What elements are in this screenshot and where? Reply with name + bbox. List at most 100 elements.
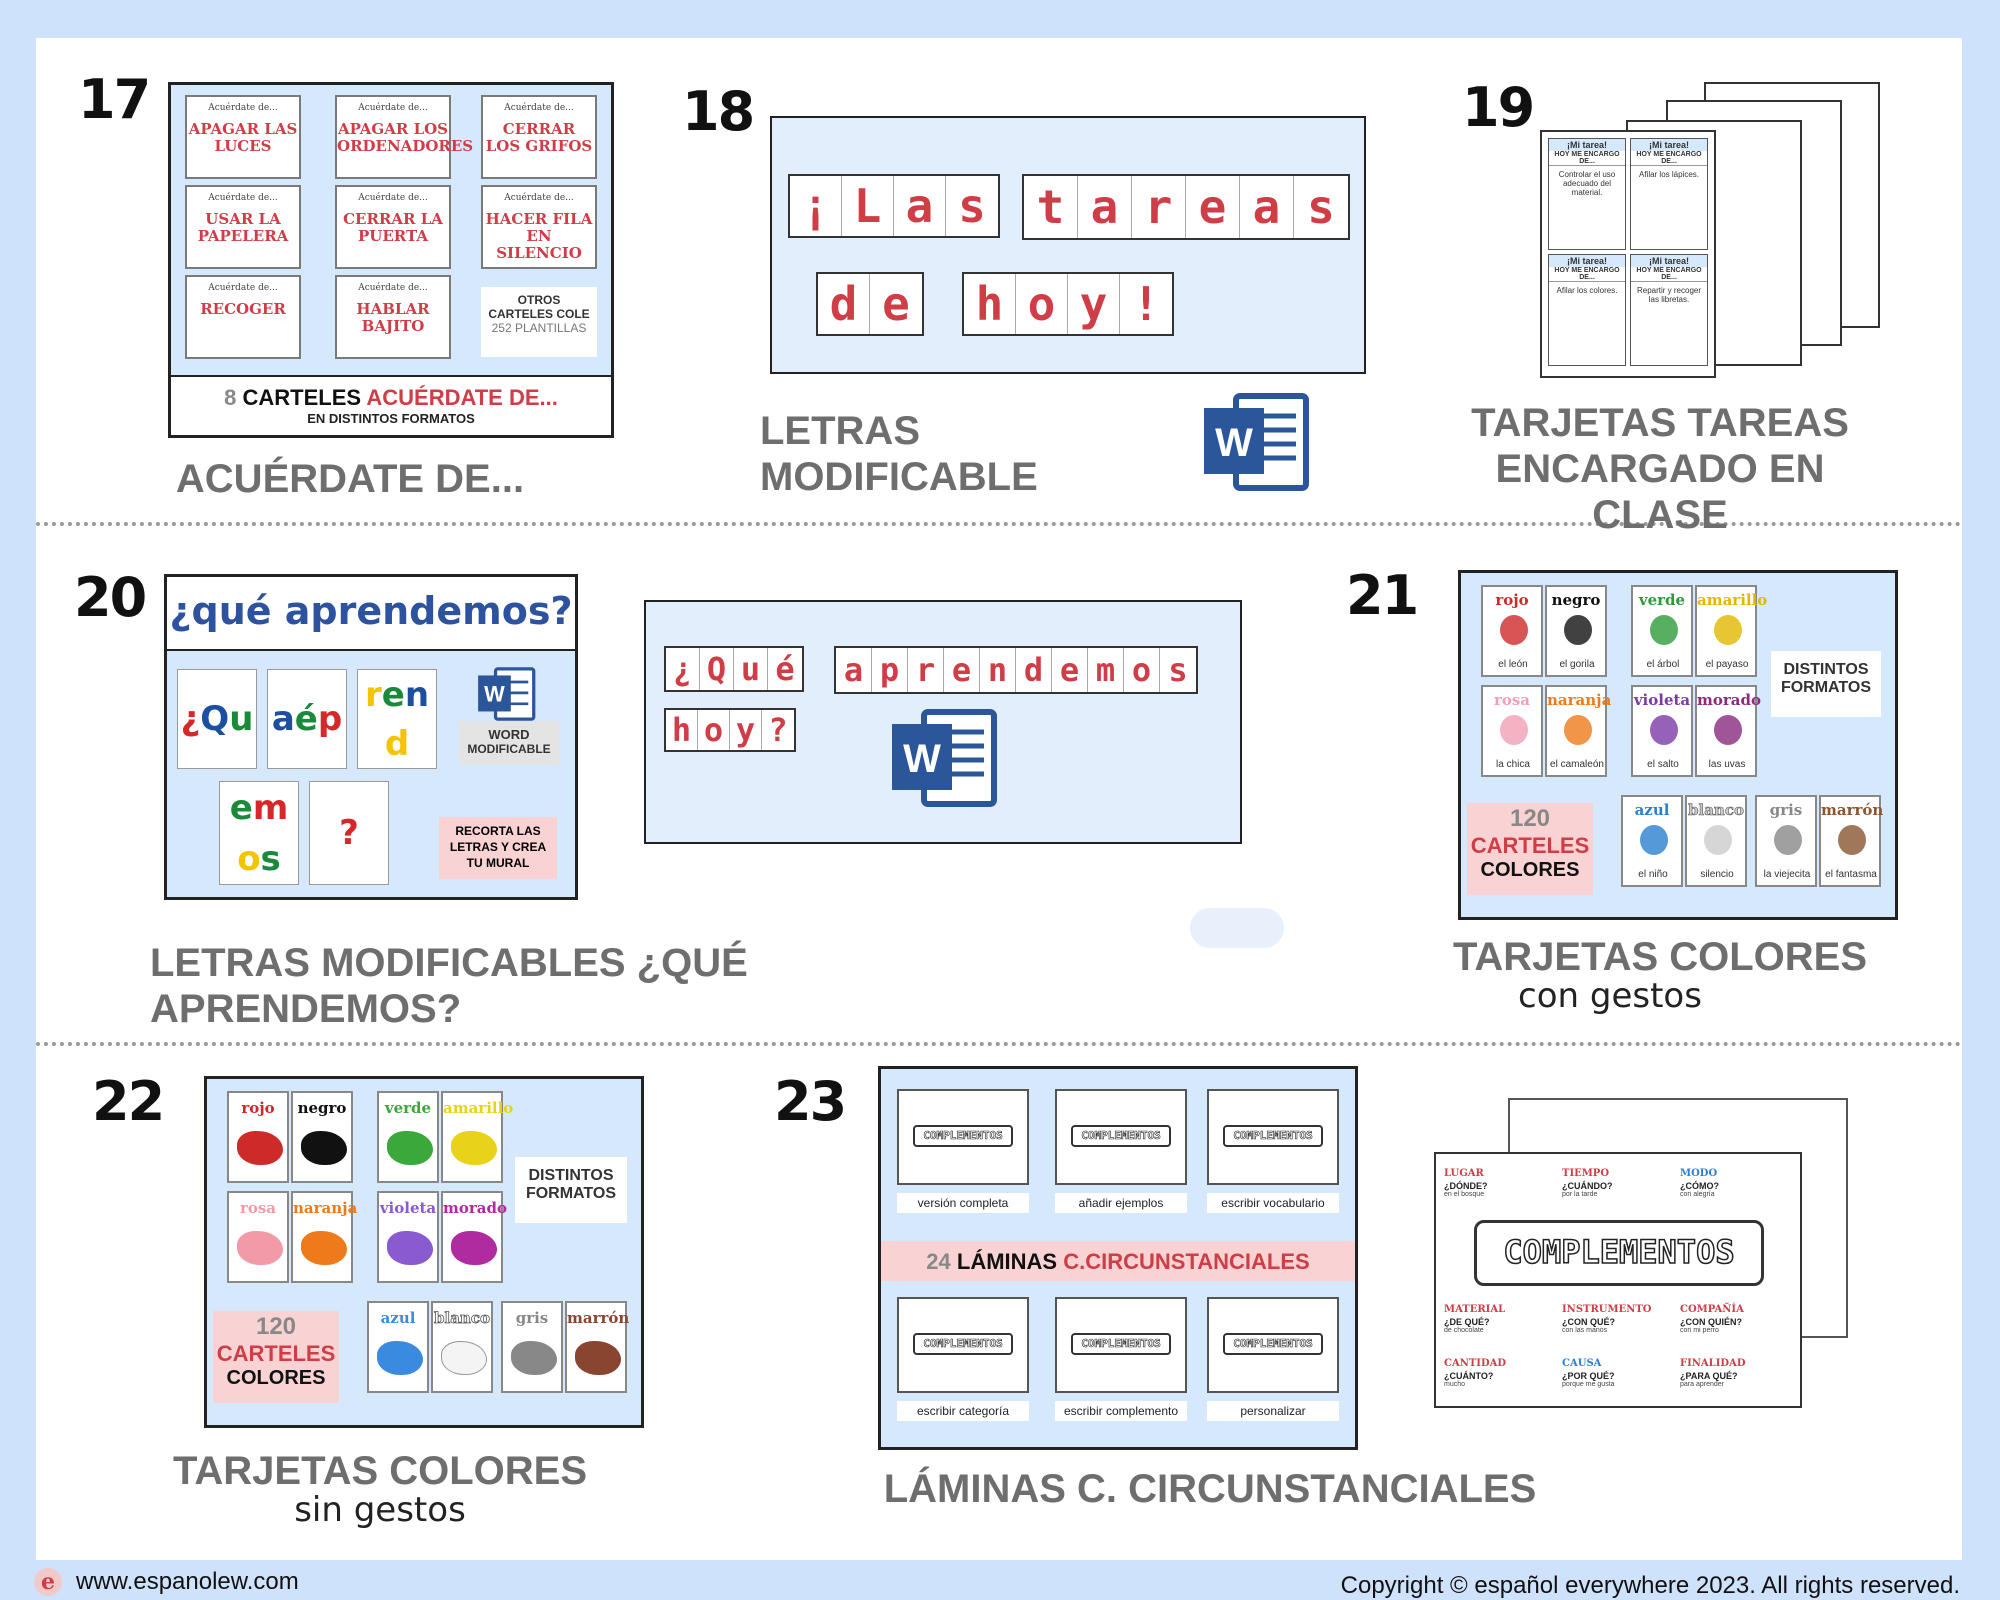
task-card[interactable]: ¡Mi tarea!HOY ME ENCARGO DE...Controlar … <box>1548 138 1626 250</box>
letter-tile[interactable]: o <box>698 710 730 750</box>
letter-tile[interactable]: d <box>1016 648 1052 692</box>
color-card[interactable]: rosa <box>227 1191 289 1283</box>
letter-tile[interactable]: y <box>1068 274 1120 334</box>
letter-tile[interactable]: ? <box>768 711 788 749</box>
mini-lamina[interactable]: COMPLEMENTOS <box>897 1297 1029 1393</box>
color-card[interactable]: blanco <box>431 1301 493 1393</box>
gesture-figure-icon <box>1650 615 1678 645</box>
letter-tile[interactable]: ¡ <box>790 176 842 236</box>
gesture-figure-icon <box>1640 825 1668 855</box>
color-card[interactable]: amarillo <box>441 1091 513 1183</box>
letter-tile[interactable]: ¿ <box>666 648 700 690</box>
poster-card[interactable]: Acuérdate de...APAGAR LOS ORDENADORES <box>335 95 473 179</box>
letter-tile[interactable]: s <box>958 179 986 233</box>
item-number-20: 20 <box>74 566 147 629</box>
letter-tile[interactable]: r <box>1132 176 1186 238</box>
letter-tile[interactable]: a <box>894 176 946 236</box>
letter-tile[interactable]: e <box>882 277 910 331</box>
color-card[interactable]: naranja <box>291 1191 357 1283</box>
letter-tile[interactable]: s <box>1307 180 1335 234</box>
color-card[interactable]: morado <box>441 1191 507 1283</box>
color-example: el niño <box>1638 869 1668 880</box>
color-word: verde <box>1638 591 1686 609</box>
mini-lamina[interactable]: COMPLEMENTOS <box>1055 1089 1187 1185</box>
poster-card[interactable]: Acuérdate de...HACER FILA EN SILENCIO <box>481 185 597 269</box>
letter-tile[interactable]: u <box>734 648 768 690</box>
letter-tile[interactable]: a <box>836 648 872 692</box>
flag-letter: e <box>229 787 253 828</box>
letter-tile[interactable]: L <box>842 176 894 236</box>
color-card[interactable]: azul <box>367 1301 429 1393</box>
lamina-label: escribir categoría <box>897 1401 1029 1421</box>
card-head: Acuérdate de... <box>208 193 278 203</box>
task-card[interactable]: ¡Mi tarea!HOY ME ENCARGO DE...Repartir y… <box>1630 254 1708 366</box>
poster-card[interactable]: Acuérdate de...APAGAR LAS LUCES <box>185 95 301 179</box>
site-link[interactable]: www.espanolew.com <box>76 1568 299 1595</box>
poster-card[interactable]: Acuérdate de...CERRAR LA PUERTA <box>335 185 451 269</box>
color-card[interactable]: marrón <box>565 1301 629 1393</box>
letter-tile[interactable]: o <box>1124 648 1160 692</box>
letter-tile[interactable]: o <box>1016 274 1068 334</box>
logo-icon: e <box>34 1568 62 1596</box>
mini-lamina[interactable]: COMPLEMENTOS <box>1207 1297 1339 1393</box>
letter-tile[interactable]: r <box>908 648 944 692</box>
letter-tile[interactable]: s <box>1168 651 1188 689</box>
letter-tile[interactable]: é <box>775 650 795 688</box>
color-card[interactable]: rojo <box>227 1091 289 1183</box>
letter-tile[interactable]: e <box>944 648 980 692</box>
mini-lamina[interactable]: COMPLEMENTOS <box>897 1089 1029 1185</box>
poster-card[interactable]: Acuérdate de...USAR LA PAPELERA <box>185 185 301 269</box>
task-card[interactable]: ¡Mi tarea!HOY ME ENCARGO DE...Afilar los… <box>1630 138 1708 250</box>
letter-tile[interactable]: a <box>1240 176 1294 238</box>
poster-card[interactable]: Acuérdate de...RECOGER <box>185 275 301 359</box>
caption-23: LÁMINAS C. CIRCUNSTANCIALES <box>883 1467 1537 1511</box>
mini-lamina[interactable]: COMPLEMENTOS <box>1207 1089 1339 1185</box>
card-sub: HOY ME ENCARGO DE... <box>1549 267 1625 282</box>
letter-tile[interactable]: h <box>666 710 698 750</box>
color-card[interactable]: negro <box>291 1091 353 1183</box>
letter-tile[interactable]: ! <box>1132 277 1160 331</box>
letter-tile[interactable]: h <box>964 274 1016 334</box>
color-card[interactable]: gris <box>501 1301 563 1393</box>
task-card[interactable]: ¡Mi tarea!HOY ME ENCARGO DE...Afilar los… <box>1548 254 1626 366</box>
letter-tile[interactable]: e <box>1052 648 1088 692</box>
letter-tile[interactable]: a <box>1078 176 1132 238</box>
color-card[interactable]: verde <box>377 1091 439 1183</box>
letter-tile[interactable]: d <box>818 274 870 334</box>
poster-card[interactable]: Acuérdate de...HABLAR BAJITO <box>335 275 451 359</box>
letter-tile[interactable]: m <box>1088 648 1124 692</box>
letter-tile[interactable]: p <box>872 648 908 692</box>
letter-tile[interactable]: e <box>1186 176 1240 238</box>
letter-tile[interactable]: y <box>730 710 762 750</box>
word-icon: W <box>478 667 536 721</box>
poster-card[interactable]: Acuérdate de...CERRAR LOS GRIFOS <box>481 95 597 179</box>
flag-letter: e <box>381 674 405 715</box>
letter-tile[interactable]: Q <box>700 648 734 690</box>
color-card[interactable]: violeta <box>377 1191 439 1283</box>
letter-tile[interactable]: t <box>1024 176 1078 238</box>
mini-lamina[interactable]: COMPLEMENTOS <box>1055 1297 1187 1393</box>
task-cards[interactable]: ¡Mi tarea!HOY ME ENCARGO DE...Controlar … <box>1540 80 1880 380</box>
letter-tile[interactable]: n <box>980 648 1016 692</box>
complement-example: para aprender <box>1680 1381 1724 1388</box>
